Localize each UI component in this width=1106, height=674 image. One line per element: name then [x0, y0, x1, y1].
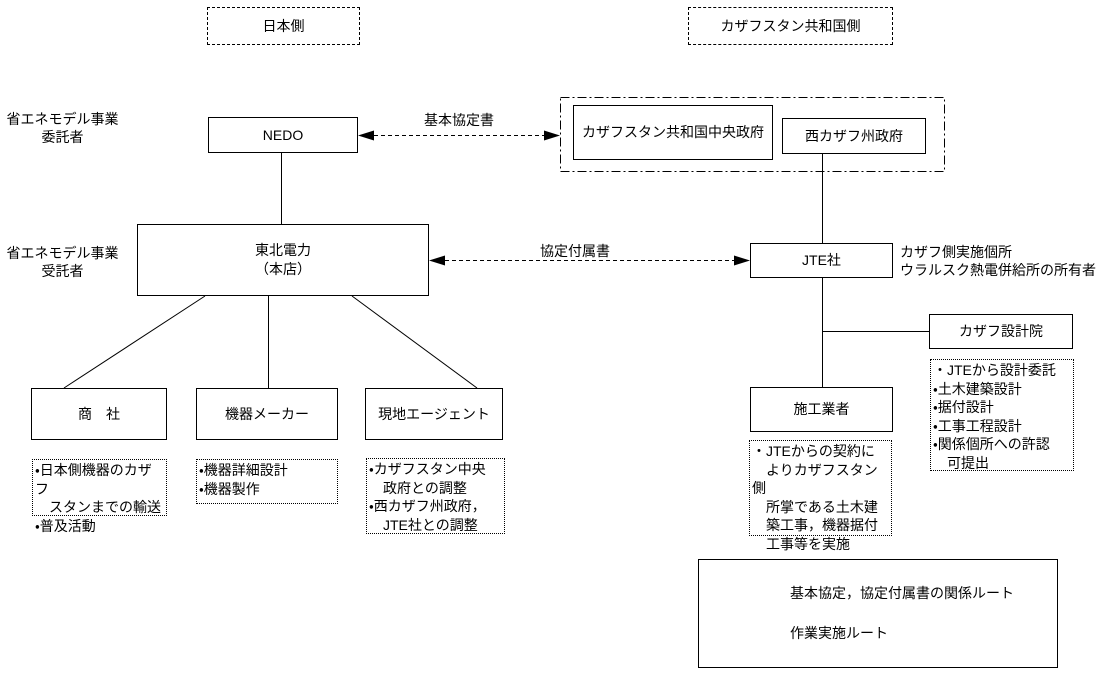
legend-box — [698, 559, 1058, 668]
kazakh-government-group-border — [560, 97, 945, 172]
node-nedo: NEDO — [208, 117, 358, 153]
note-local-agent-roles: ・カザフスタン中央 政府との調整 ・西カザフ州政府， JTE社との調整 — [366, 458, 505, 534]
line-tohoku-trading-company — [63, 295, 206, 389]
node-equipment-maker: 機器メーカー — [196, 388, 338, 440]
arrow-agreement-annex-head-left — [429, 255, 445, 266]
node-central-government: カザフスタン共和国中央政府 — [573, 105, 773, 160]
node-trading-company: 商 社 — [31, 388, 167, 440]
node-tohoku-electric: 東北電力 （本店） — [137, 224, 429, 296]
note-contractor-roles: ・JTEからの契約に よりカザフスタン側 所掌である土木建 築工事，機器据付 工… — [749, 440, 892, 552]
legend-label-agreement-route: 基本協定，協定付属書の関係ルート — [790, 585, 1014, 601]
line-tohoku-local-agent — [351, 295, 478, 389]
node-west-kazakh-government: 西カザフ州政府 — [782, 118, 926, 154]
label-agreement-annex: 協定付属書 — [540, 243, 610, 259]
header-japan-side: 日本側 — [207, 7, 360, 45]
label-project-trustee: 省エネモデル事業 受託者 — [6, 245, 119, 279]
arrow-basic-agreement-head-left — [358, 130, 374, 141]
arrow-basic-agreement-head-right — [544, 130, 560, 141]
header-kazakhstan-side: カザフスタン共和国側 — [688, 7, 893, 45]
note-equipment-maker-roles: ・機器詳細設計 ・機器製作 — [196, 459, 338, 504]
legend-label-work-route: 作業実施ルート — [790, 625, 888, 641]
node-jte: JTE社 — [750, 243, 893, 278]
note-jte-owner: カザフ側実施個所 ウラルスク熱電併給所の所有者 — [900, 244, 1096, 278]
label-basic-agreement: 基本協定書 — [424, 112, 494, 128]
node-kazakh-design-institute: カザフ設計院 — [929, 314, 1073, 349]
arrow-agreement-annex-head-right — [734, 255, 750, 266]
note-design-institute-roles: ・JTEから設計委託 ・土木建築設計 ・据付設計 ・工事工程設計 ・関係個所への… — [930, 359, 1074, 471]
node-local-agent: 現地エージェント — [365, 388, 503, 440]
note-trading-company-roles: ・日本側機器のカザフ スタンまでの輸送 ・普及活動 — [32, 459, 167, 534]
node-contractor: 施工業者 — [750, 387, 893, 432]
label-project-consignor: 省エネモデル事業 委託者 — [6, 111, 119, 145]
